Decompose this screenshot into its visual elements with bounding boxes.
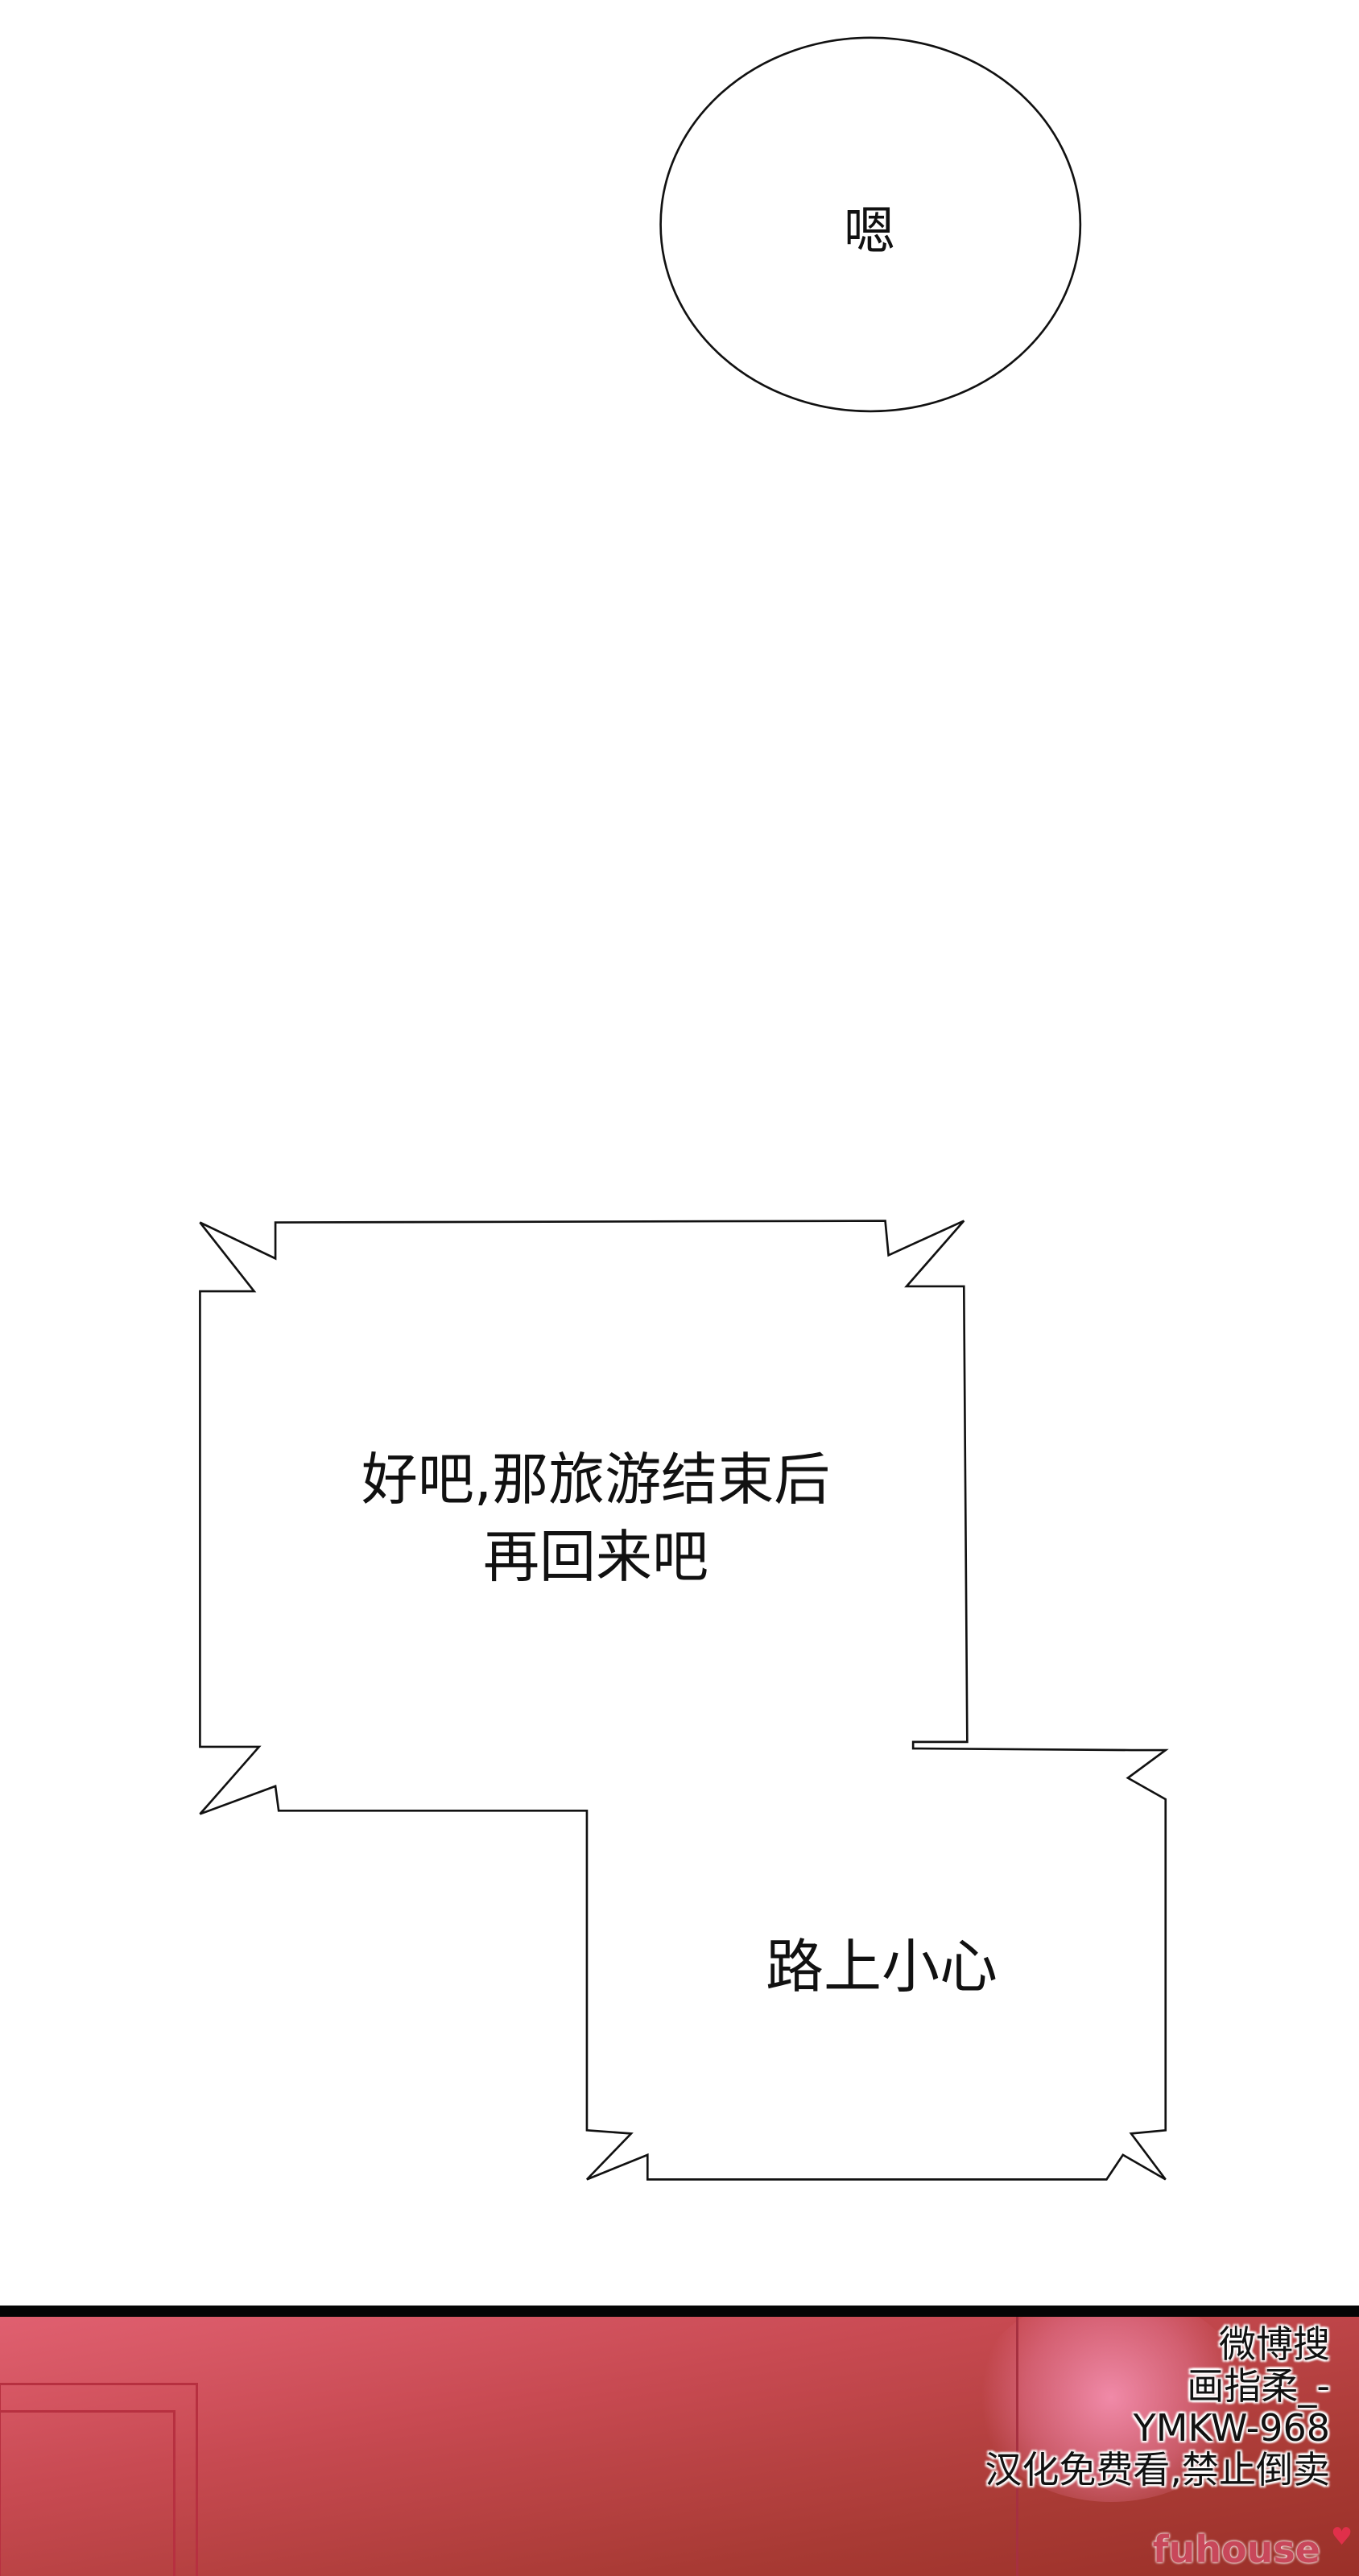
- round-speech-bubble: [659, 36, 1082, 413]
- jagged-speech-bubble: [199, 1220, 1169, 2181]
- next-panel-red-room: 微博搜 画指柔_- YMKW-968 汉化免费看,禁止倒卖 fuhouse ♥: [0, 2317, 1359, 2576]
- door-inner-frame: [0, 2410, 176, 2576]
- light-glow: [974, 2317, 1248, 2502]
- bubble-line-1: 好吧,那旅游结束后: [361, 1447, 831, 1513]
- bubble-text-hmm: 嗯: [844, 202, 895, 262]
- panel-border: [0, 2306, 1359, 2317]
- watermark-line: 微博搜: [1219, 2322, 1330, 2366]
- bubble-text-take-care: 路上小心: [765, 1933, 998, 2000]
- watermark: 微博搜 画指柔_- YMKW-968 汉化免费看,禁止倒卖: [985, 2323, 1330, 2491]
- bubble-line-2: 再回来吧: [483, 1524, 708, 1590]
- fuhouse-logo: fuhouse: [1152, 2528, 1320, 2571]
- watermark-line: 汉化免费看,禁止倒卖: [985, 2448, 1330, 2491]
- wall-edge: [1016, 2317, 1018, 2576]
- watermark-line: 画指柔_-: [1187, 2364, 1330, 2408]
- bubble-text-come-back: 好吧,那旅游结束后 再回来吧: [306, 1441, 886, 1596]
- watermark-line: YMKW-968: [1133, 2406, 1330, 2450]
- heart-icon: ♥: [1331, 2523, 1353, 2551]
